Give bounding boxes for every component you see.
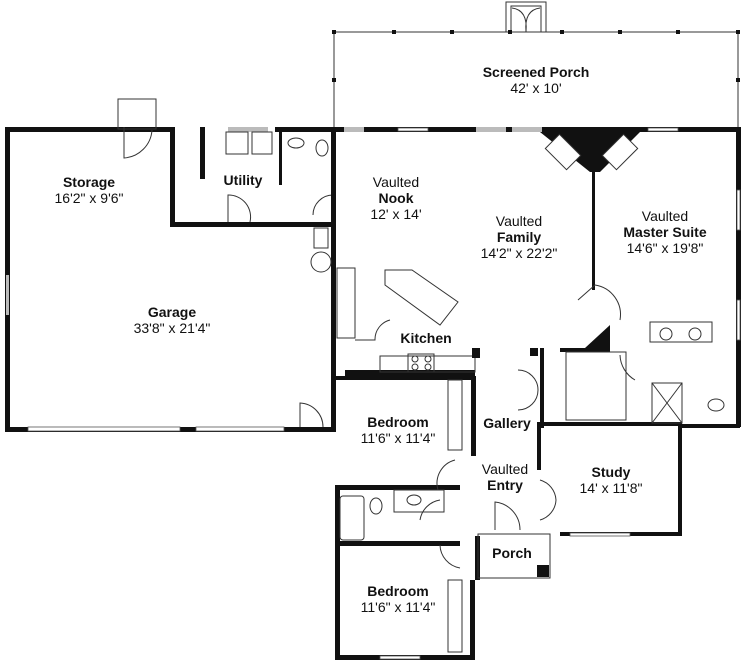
room-bedroom-1: Bedroom 11'6" x 11'4" — [361, 414, 436, 446]
room-dimensions: 16'2" x 9'6" — [54, 190, 124, 207]
room-name: Master Suite — [623, 224, 707, 241]
room-dimensions: 11'6" x 11'4" — [360, 430, 436, 447]
room-prefix: Vaulted — [372, 174, 420, 190]
room-name: Study — [591, 464, 631, 480]
room-dimensions: 33'8" x 21'4" — [133, 320, 211, 337]
room-name: Bedroom — [367, 414, 429, 430]
room-entry: Vaulted Entry — [482, 461, 528, 493]
room-storage: Storage 16'2" x 9'6" — [55, 174, 124, 206]
room-dimensions: 12' x 14' — [370, 206, 422, 223]
room-name: Utility — [223, 172, 263, 188]
room-prefix: Vaulted — [495, 213, 543, 229]
room-name: Porch — [492, 545, 532, 561]
room-master-suite: Vaulted Master Suite 14'6" x 19'8" — [623, 208, 706, 256]
room-bedroom-2: Bedroom 11'6" x 11'4" — [361, 583, 436, 615]
room-name: Screened Porch — [482, 64, 590, 80]
room-screened-porch: Screened Porch 42' x 10' — [483, 64, 590, 96]
room-prefix: Vaulted — [481, 461, 529, 477]
room-prefix: Vaulted — [641, 208, 689, 224]
room-name: Family — [496, 229, 542, 246]
room-family: Vaulted Family 14'2" x 22'2" — [481, 213, 558, 261]
room-name: Entry — [487, 477, 523, 494]
room-name: Bedroom — [367, 583, 429, 599]
room-name: Garage — [147, 304, 197, 320]
room-nook: Vaulted Nook 12' x 14' — [370, 174, 421, 222]
room-name: Nook — [378, 190, 414, 207]
room-name: Gallery — [483, 415, 531, 431]
room-name: Storage — [62, 174, 116, 190]
room-garage: Garage 33'8" x 21'4" — [134, 304, 211, 336]
room-utility: Utility — [224, 172, 263, 188]
room-kitchen: Kitchen — [400, 330, 451, 346]
room-dimensions: 14'6" x 19'8" — [626, 240, 704, 257]
room-dimensions: 14'2" x 22'2" — [480, 245, 558, 262]
room-gallery: Gallery — [483, 415, 530, 431]
room-dimensions: 42' x 10' — [510, 80, 562, 97]
room-porch: Porch — [492, 545, 532, 561]
room-dimensions: 11'6" x 11'4" — [360, 599, 436, 616]
room-study: Study 14' x 11'8" — [580, 464, 643, 496]
room-name: Kitchen — [400, 330, 452, 346]
room-dimensions: 14' x 11'8" — [579, 480, 643, 497]
